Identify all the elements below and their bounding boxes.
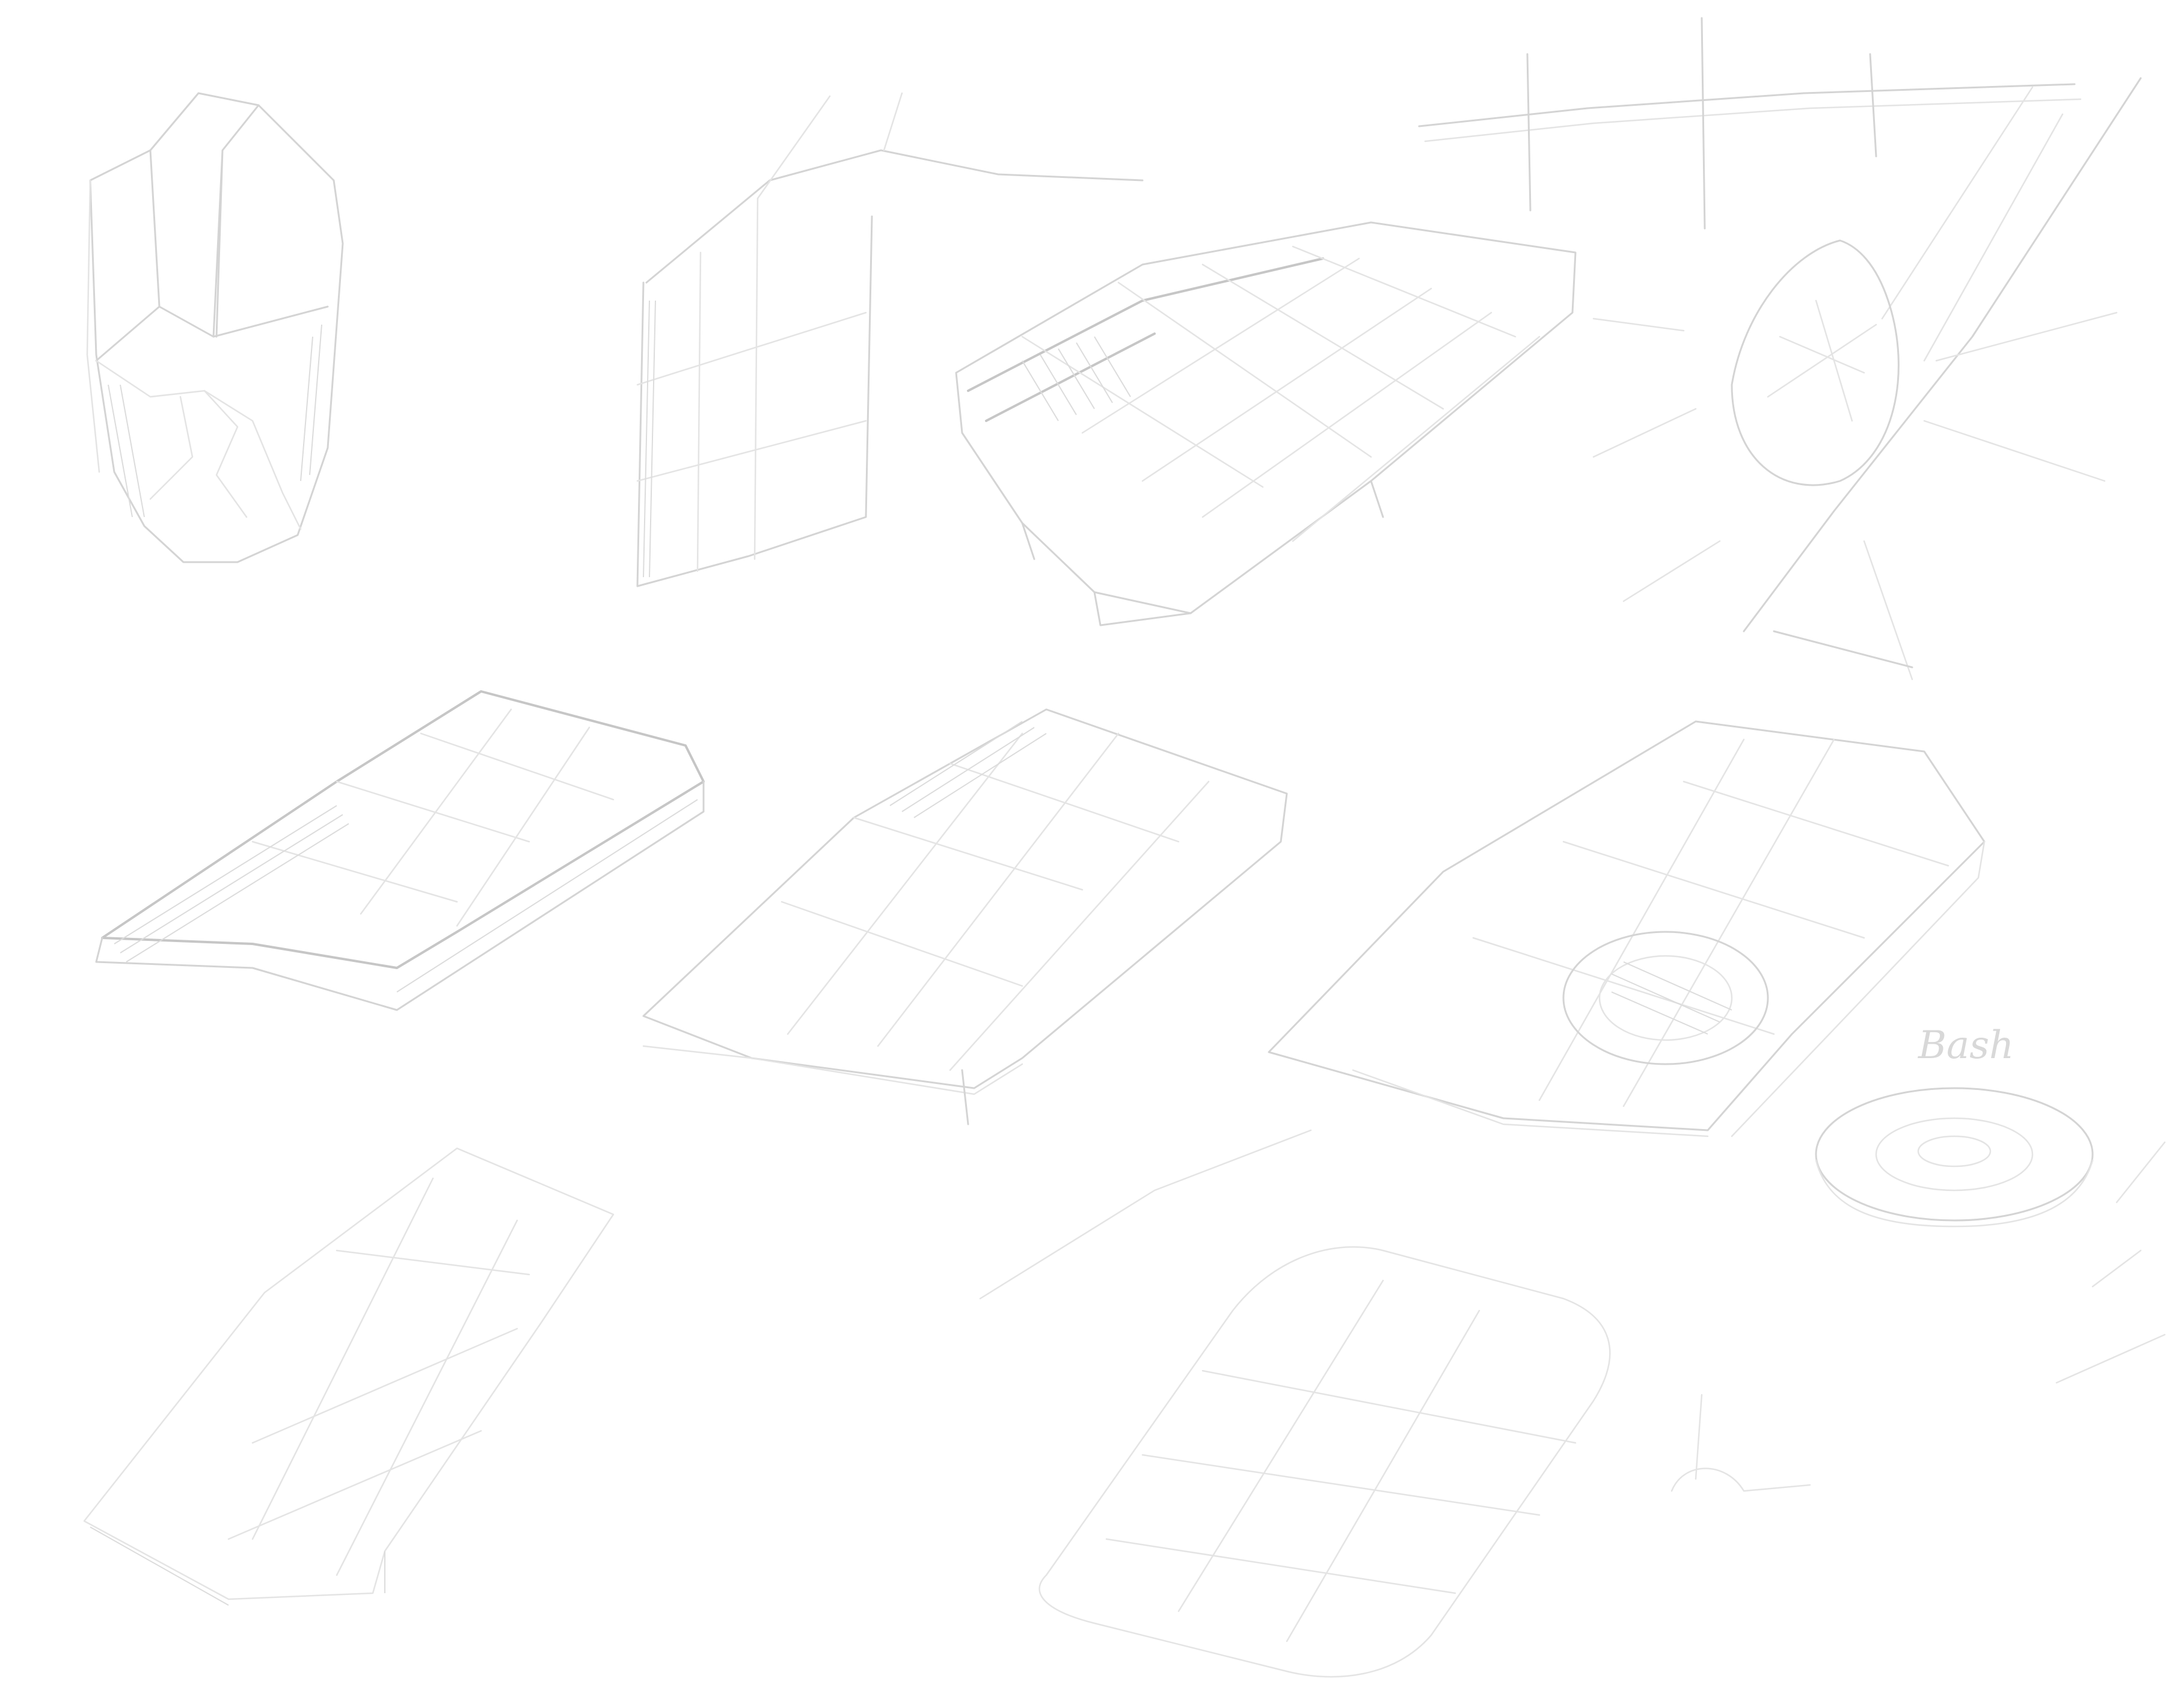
ornate-tray-sketch (955, 221, 1577, 626)
grid-wall-sketch (636, 92, 1144, 587)
small-bowl-sketch: Bash (1815, 1023, 2094, 1228)
long-tray-with-dish-sketch (979, 720, 1986, 1300)
grid-panel-sketch (642, 708, 1288, 1125)
gem-shield-sketch (86, 92, 344, 563)
loose-strokes-sketch (1670, 1141, 2166, 1492)
rounded-grid-card-sketch (1038, 1246, 1611, 1678)
thick-tablet-sketch (95, 690, 705, 1011)
bowl-annotation: Bash (1918, 1023, 2014, 1068)
flat-slab-sketch (83, 1147, 615, 1606)
crossed-beams-sketch (1418, 17, 2142, 681)
